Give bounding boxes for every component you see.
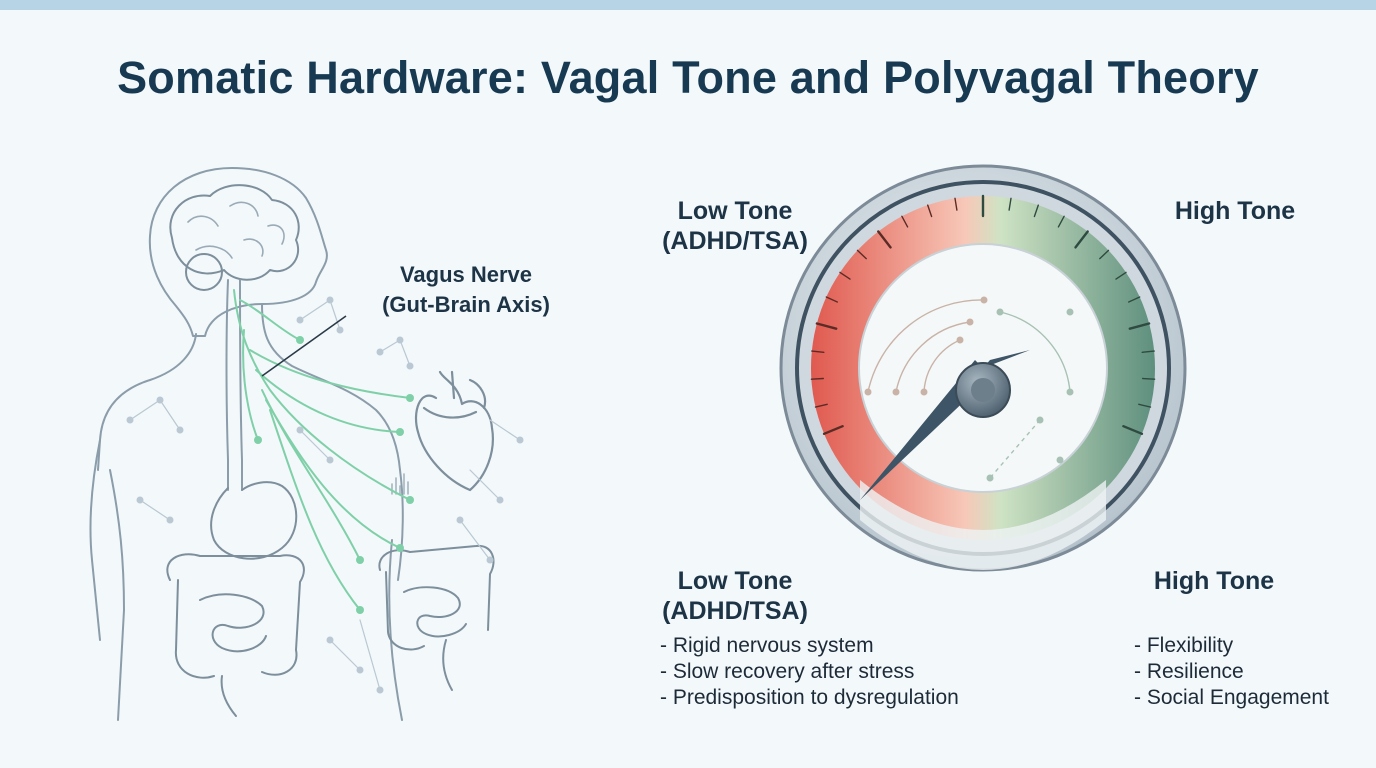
gauge-low-label-line-2: (ADHD/TSA) [662, 227, 808, 255]
right-arm-outline [397, 469, 404, 581]
gauge-tick [1122, 425, 1144, 435]
top-accent-bar [0, 0, 1376, 10]
gauge-tick [1099, 249, 1110, 260]
gauge-tick [1074, 230, 1089, 249]
vagus-nerve-label-line-2: (Gut-Brain Axis) [382, 292, 550, 317]
vagus-nerve-label: Vagus Nerve (Gut-Brain Axis) [366, 260, 566, 320]
low-tone-list: - Rigid nervous system - Slow recovery a… [660, 633, 959, 711]
gauge-tick [825, 296, 838, 303]
list-item: - Flexibility [1134, 634, 1234, 657]
cerebellum-icon [185, 253, 223, 291]
gauge-tick [815, 322, 838, 330]
page-title: Somatic Hardware: Vagal Tone and Polyvag… [117, 52, 1259, 103]
gauge-tick [1128, 322, 1151, 330]
vagus-pointer-line [261, 315, 347, 377]
list-item: - Slow recovery after stress [660, 660, 915, 683]
gauge-inner-lines [867, 299, 1071, 479]
heart-icon [414, 370, 494, 492]
gauge-tick [901, 215, 909, 228]
gauge-tick [814, 403, 828, 408]
gauge-tick [1127, 296, 1141, 303]
brain-icon [169, 184, 300, 281]
list-item: - Predisposition to dysregulation [660, 686, 959, 709]
gauge-tick [927, 204, 933, 218]
left-arm-outline [89, 439, 101, 641]
low-tone-heading-line-1: Low Tone [677, 567, 793, 595]
gauge-ticks [810, 194, 1156, 435]
gauge-tick [811, 350, 825, 353]
gauge-tick [1008, 197, 1012, 211]
gauge-tick [856, 249, 867, 260]
torso-lower-outline [109, 469, 403, 721]
gauge-tick [1057, 215, 1065, 228]
head-outline [148, 167, 328, 337]
gauge-low-label-line-1: Low Tone [677, 197, 793, 225]
gauge-tick [1033, 204, 1040, 218]
gauge-tick [1138, 403, 1152, 408]
list-item: - Resilience [1134, 660, 1244, 683]
high-tone-heading: High Tone [1153, 567, 1275, 595]
high-tone-list: - Flexibility - Resilience - Social Enga… [1134, 633, 1329, 711]
gauge-low-label: Low Tone (ADHD/TSA) [650, 196, 820, 256]
gauge-tick [1141, 350, 1155, 353]
gauge-tick [839, 271, 851, 280]
gauge-high-label: High Tone [1174, 197, 1296, 225]
vagus-nerve-nodes [254, 336, 414, 614]
colon-icon [378, 544, 495, 691]
human-body-illustration [89, 167, 524, 721]
gauge-tick [877, 230, 892, 249]
stomach-icon [210, 481, 298, 560]
list-item: - Social Engagement [1134, 686, 1329, 709]
low-tone-heading-line-2: (ADHD/TSA) [662, 597, 808, 625]
vagus-nerve-label-line-1: Vagus Nerve [399, 262, 533, 287]
intestines-icon [166, 553, 305, 717]
list-item: - Rigid nervous system [660, 634, 874, 657]
esophagus-outline [225, 279, 243, 491]
ecg-icon [391, 473, 409, 495]
gauge-tick [822, 425, 844, 435]
low-tone-heading: Low Tone (ADHD/TSA) [650, 566, 820, 626]
torso-outline [97, 303, 401, 471]
gauge-tick [1141, 377, 1156, 380]
gauge-tick [1115, 271, 1127, 280]
gauge-tick [954, 197, 958, 211]
vagal-tone-gauge [779, 164, 1187, 572]
gauge-tick [810, 377, 824, 380]
vagus-nerve [233, 289, 411, 611]
